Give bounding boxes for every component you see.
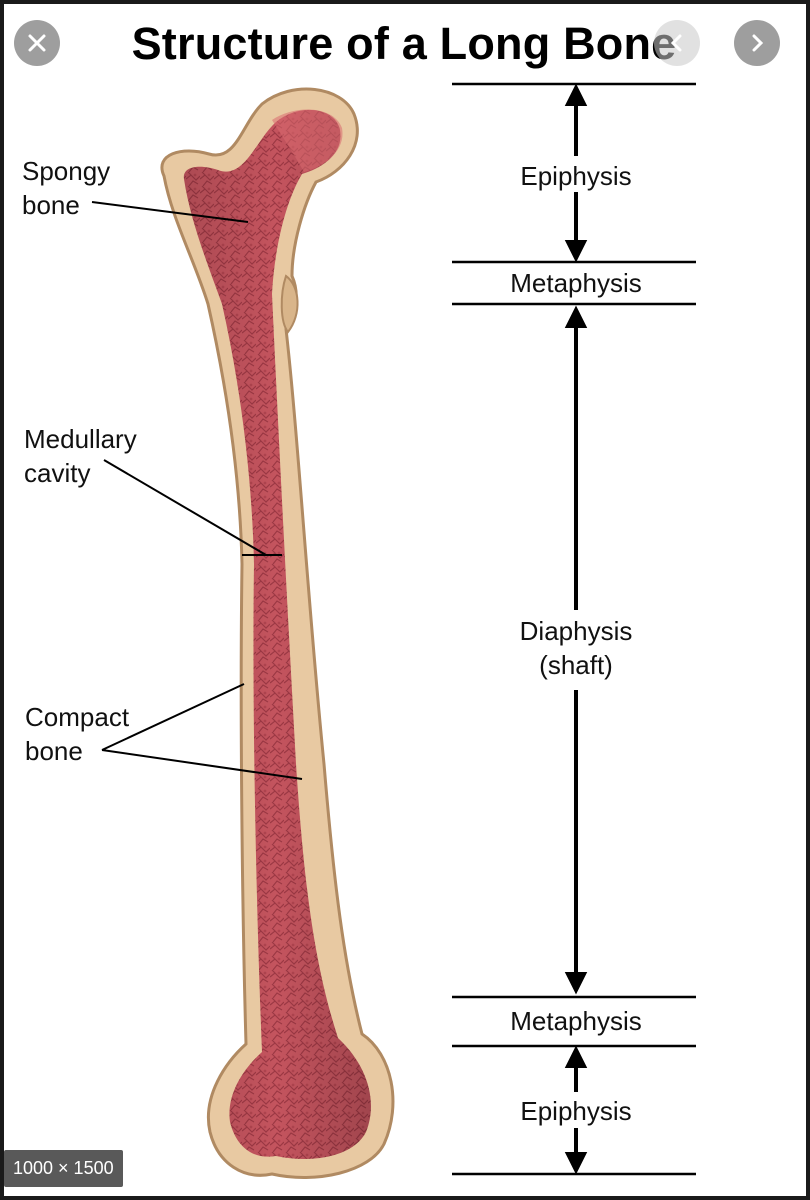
medullary-label-line-2: cavity [24, 458, 91, 488]
epiphysis-top-arrow [564, 83, 588, 263]
metaphysis-top-label: Metaphysis [510, 268, 642, 298]
spongy-leader-line [91, 201, 249, 223]
compact-leader-line-1 [101, 683, 245, 751]
compact-label-line-2: bone [25, 736, 83, 766]
close-icon [28, 34, 46, 52]
spongy-label-line-1: Spongy [22, 156, 111, 186]
diaphysis-label-line-1: Diaphysis [519, 616, 633, 646]
epiphysis-bottom-arrow [564, 1045, 588, 1175]
compact-label-line-1: Compact [25, 702, 130, 732]
medullary-leader-line [103, 459, 267, 556]
figure-title: Structure of a Long Bone [131, 18, 677, 69]
diaphysis-label: Diaphysis (shaft) [476, 614, 676, 682]
epiphysis-top-label: Epiphysis [520, 161, 632, 191]
epiphysis-bottom-label: Epiphysis [520, 1096, 632, 1126]
chevron-right-icon [752, 34, 764, 52]
bone-illustration [91, 82, 696, 1179]
chevron-left-icon [670, 34, 682, 52]
medullary-cavity-label: Medullary cavity [24, 422, 137, 490]
spongy-bone-label: Spongy bone [22, 154, 110, 222]
image-dimensions-badge: 1000 × 1500 [4, 1150, 123, 1187]
metaphysis-bottom-label: Metaphysis [510, 1006, 642, 1036]
lesser-trochanter [280, 274, 299, 334]
diaphysis-label-line-2: (shaft) [539, 650, 613, 680]
next-button[interactable] [734, 20, 780, 66]
previous-button[interactable] [654, 20, 700, 66]
femoral-head [272, 109, 343, 172]
close-button[interactable] [14, 20, 60, 66]
diaphysis-arrow [564, 305, 588, 995]
compact-leader-line-2 [101, 749, 303, 780]
spongy-label-line-2: bone [22, 190, 80, 220]
medullary-label-line-1: Medullary [24, 424, 137, 454]
compact-bone-label: Compact bone [25, 700, 129, 768]
long-bone-figure: Structure of a Long Bone Spongy bone Med… [4, 4, 806, 1196]
